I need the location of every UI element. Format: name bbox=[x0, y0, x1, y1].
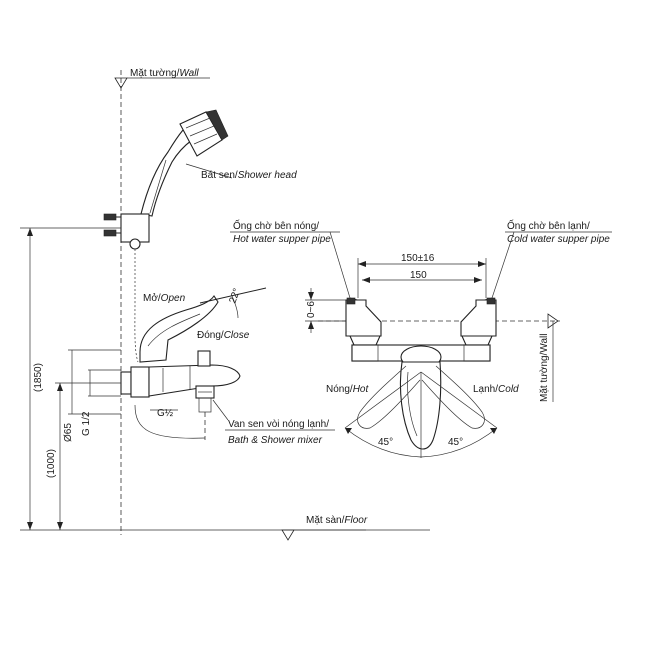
dim-total-label: (1850) bbox=[33, 363, 44, 392]
outlet-dim-curve bbox=[134, 404, 206, 439]
open-label: Mở/Open bbox=[143, 292, 186, 304]
open-angle-arc bbox=[231, 295, 239, 319]
hot-pipe-label-line2: Hot water supper pipe bbox=[233, 234, 331, 245]
spacing-dimensions bbox=[357, 258, 487, 298]
front-handle bbox=[399, 345, 442, 450]
hot-label: Nóng/Hot bbox=[326, 384, 369, 395]
right-wall-label: Mặt tường/Wall bbox=[539, 334, 550, 402]
cold-label: Lạnh/Cold bbox=[473, 384, 519, 395]
mixer-handle bbox=[139, 295, 219, 363]
wall-label: Mặt tường/Wall bbox=[130, 68, 199, 79]
angle-open-label: 22° bbox=[227, 287, 243, 305]
thread-label: G½ bbox=[157, 408, 174, 419]
dim-mixer-label: (1000) bbox=[46, 449, 57, 478]
dim-spacing-tol-label: 150±16 bbox=[401, 253, 435, 264]
shower-head bbox=[140, 109, 229, 217]
mixer-label-line2: Bath & Shower mixer bbox=[228, 435, 323, 446]
mixer-leader bbox=[212, 399, 229, 421]
angle-left-label: 45° bbox=[378, 437, 393, 448]
handle-hot-position bbox=[357, 365, 421, 429]
dimension-lines bbox=[20, 227, 121, 531]
hot-pipe-label-line1: Ống chờ bên nóng/ bbox=[233, 218, 319, 232]
mixer-body bbox=[120, 350, 241, 413]
wall-marker-triangle bbox=[114, 77, 128, 89]
cold-pipe-label-line1: Ống chờ bên lạnh/ bbox=[507, 218, 590, 232]
wall-bracket bbox=[103, 213, 150, 250]
hose bbox=[134, 249, 139, 363]
swing-lines bbox=[344, 371, 498, 458]
cold-pipe-label-line2: Cold water supper pipe bbox=[507, 234, 610, 245]
dim-depth-label: 0~6 bbox=[306, 301, 317, 318]
shower-head-label: Bát sen/Shower head bbox=[201, 170, 297, 181]
floor-label: Mặt sàn/Floor bbox=[306, 515, 368, 526]
mixer-label-line1: Van sen vòi nóng lạnh/ bbox=[228, 419, 329, 430]
dim-diameter-label: Ø65 bbox=[63, 423, 74, 442]
floor-marker-triangle bbox=[281, 529, 295, 541]
dim-thread-label: G 1/2 bbox=[81, 411, 92, 436]
angle-right-label: 45° bbox=[448, 437, 463, 448]
hot-pipe-leader bbox=[329, 231, 359, 301]
handle-cold-position bbox=[421, 365, 485, 429]
close-label: Đóng/Close bbox=[197, 330, 250, 341]
dim-spacing-label: 150 bbox=[410, 270, 427, 281]
open-arc-line bbox=[199, 287, 267, 304]
shower-head-leader bbox=[185, 163, 233, 179]
